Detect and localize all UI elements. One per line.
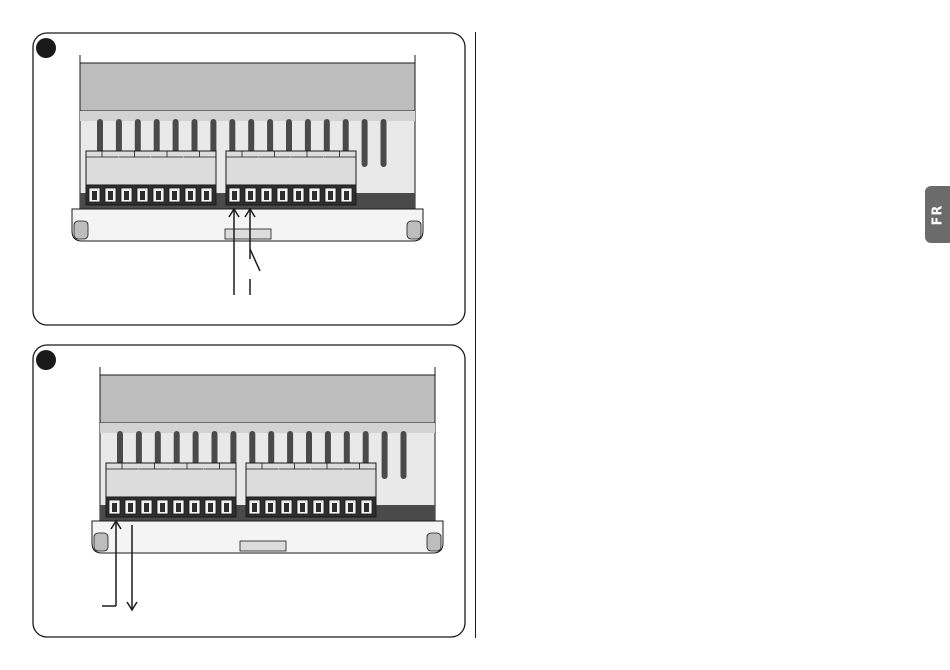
device-top-band [100,375,435,423]
screw-terminal-slot [124,191,129,200]
screw-terminal-slot [232,191,237,200]
mount-clip-right [407,221,421,239]
screw-terminal-slot [284,503,289,512]
screw-terminal-slot [192,503,197,512]
screw-terminal-slot [280,191,285,200]
terminal-cover [226,151,356,185]
screw-terminal-slot [140,191,145,200]
screw-terminal-slot [204,191,209,200]
screw-terminal-slot [144,503,149,512]
figure-1-terminal-block [33,33,465,325]
vent-slot [362,119,368,167]
mount-clip-left [74,221,88,239]
screw-terminal-slot [316,503,321,512]
screw-terminal-slot [108,191,113,200]
figure-number-marker [36,350,56,370]
screw-terminal-slot [344,191,349,200]
screw-terminal-slot [332,503,337,512]
screw-terminal-slot [208,503,213,512]
screw-terminal-slot [224,503,229,512]
screw-terminal-slot [364,503,369,512]
column-divider [475,32,476,638]
screw-terminal-slot [252,503,257,512]
device-top-band [80,63,415,111]
vent-slot [401,431,407,479]
screw-terminal-slot [160,503,165,512]
screw-terminal-slot [176,503,181,512]
housing-release-tab [240,541,286,551]
language-tab-label: FR [930,204,945,225]
terminal-cover [246,463,376,497]
screw-terminal-slot [92,191,97,200]
housing-release-tab [225,229,271,239]
screw-terminal-slot [296,191,301,200]
terminal-cover [86,151,216,185]
screw-terminal-slot [328,191,333,200]
screw-terminal-slot [188,191,193,200]
vent-slot [381,119,387,167]
screw-terminal-slot [156,191,161,200]
screw-terminal-slot [348,503,353,512]
screw-terminal-slot [300,503,305,512]
vent-slot [382,431,388,479]
screw-terminal-slot [112,503,117,512]
screw-terminal-slot [172,191,177,200]
figure-2-terminal-block [33,345,465,637]
mount-clip-left [94,533,108,551]
mount-clip-right [427,533,441,551]
screw-terminal-slot [268,503,273,512]
screw-terminal-slot [264,191,269,200]
terminal-cover [106,463,236,497]
screw-terminal-slot [248,191,253,200]
screw-terminal-slot [312,191,317,200]
screw-terminal-slot [128,503,133,512]
figure-number-marker [36,38,56,58]
language-tab[interactable]: FR [925,186,950,243]
